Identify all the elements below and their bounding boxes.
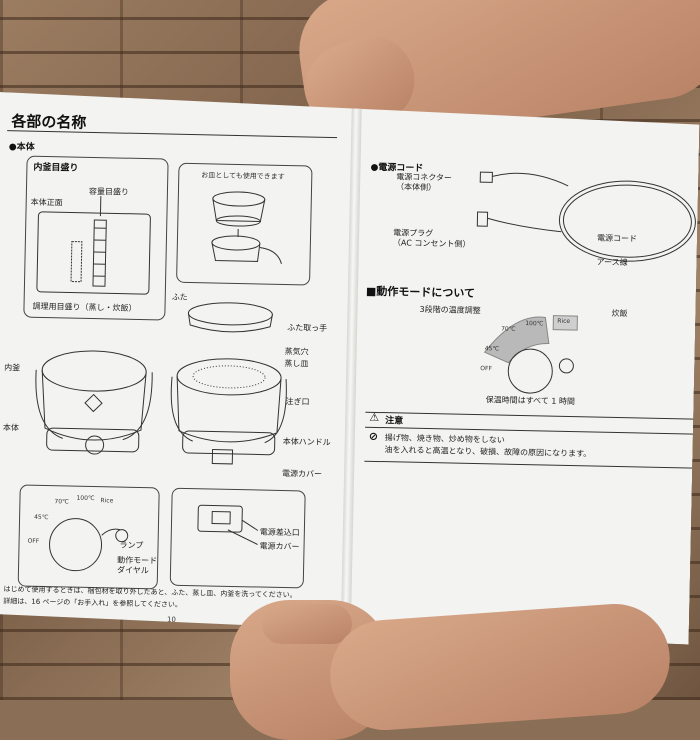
earth-label: アース線 xyxy=(596,257,627,269)
prohibited-icon: ⊘ xyxy=(369,430,378,443)
caution-title: 注意 xyxy=(385,413,403,426)
dial-off: OFF xyxy=(28,538,40,545)
dial-box: OFF 45℃ 70℃ 100℃ Rice ランプ 動作モード ダイヤル xyxy=(18,485,160,590)
mode-70: 70℃ xyxy=(501,326,516,333)
label-steam-hole: 蒸気穴 xyxy=(285,346,309,358)
dial-45: 45℃ xyxy=(34,514,49,521)
label-steam-plate: 蒸し皿 xyxy=(284,358,308,370)
section-body-heading: ●本体 xyxy=(9,139,35,153)
caution-box: ⚠ 注意 ⊘ 揚げ物、焼き物、炒め物をしない 油を入れると高温となり、破損、故障… xyxy=(364,412,695,469)
mode-off: OFF xyxy=(480,365,492,372)
keep-warm-note: 保温時間はすべて 1 時間 xyxy=(486,394,576,407)
caution-icon: ⚠ xyxy=(369,411,379,424)
power-cord-drawing xyxy=(456,166,698,281)
socket-cover-label: 電源カバー xyxy=(259,541,299,553)
mode-rice: Rice xyxy=(557,318,570,325)
page-title: 各部の名称 xyxy=(11,110,86,133)
rice-cook-label: 炊飯 xyxy=(611,308,627,319)
dial-label: 動作モード ダイヤル xyxy=(117,556,157,577)
caution-line-2: 油を入れると高温となり、破損、故障の原因になります。 xyxy=(384,444,591,459)
instruction-booklet: 各部の名称 ●本体 内釜目盛り 容量目盛り 本体正面 調理用目盛り（蒸し・炊飯）… xyxy=(0,92,700,645)
label-spout: 注ぎ口 xyxy=(285,396,309,408)
socket-box: 電源差込口 電源カバー xyxy=(170,488,306,589)
mode-45: 45℃ xyxy=(485,345,500,352)
inlet-label: 電源差込口 xyxy=(260,527,300,539)
plate-box: お皿としても使用できます xyxy=(176,163,312,286)
label-lid: ふた xyxy=(172,292,188,303)
connector-label: 電源コネクター （本体側） xyxy=(396,172,452,193)
dial-100: 100℃ xyxy=(76,495,94,502)
label-inner-pot: 内釜 xyxy=(4,362,20,373)
footnote-care: 詳細は、16 ページの「お手入れ」を参照してください。 xyxy=(3,596,182,610)
plug-label: 電源プラグ （AC コンセント側） xyxy=(393,228,471,250)
dial-70: 70℃ xyxy=(54,498,69,505)
mode-100: 100℃ xyxy=(525,320,543,327)
label-body: 本体 xyxy=(3,422,19,433)
label-lid-handle: ふた取っ手 xyxy=(287,322,327,334)
booklet-spine xyxy=(341,99,362,637)
bottom-left-thumb xyxy=(262,604,352,644)
title-rule xyxy=(7,130,337,138)
mode-heading: ■動作モードについて xyxy=(366,283,475,301)
bottom-right-hand xyxy=(327,600,674,733)
steam-plate-drawing xyxy=(177,164,311,285)
lamp-label: ランプ xyxy=(119,540,143,551)
dial-rice: Rice xyxy=(100,497,113,504)
label-body-handle: 本体ハンドル xyxy=(283,436,331,448)
temp-adjust-label: 3段階の温度調整 xyxy=(419,304,480,316)
label-power-cover: 電源カバー xyxy=(282,468,322,480)
cord-label: 電源コード xyxy=(597,233,637,245)
